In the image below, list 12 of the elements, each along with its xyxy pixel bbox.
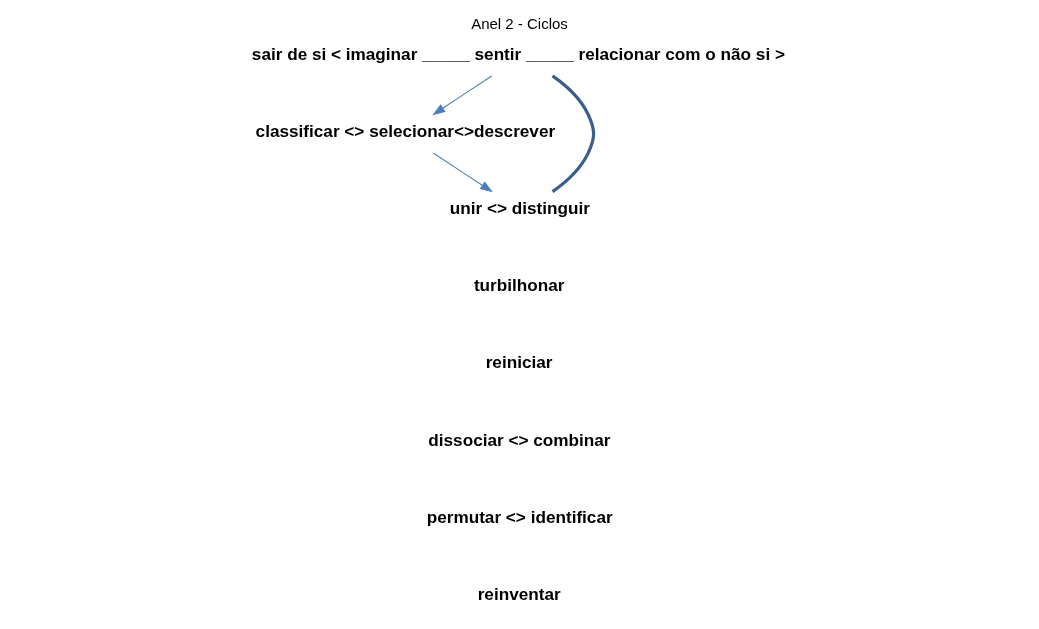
label: permutar <> identificar <box>426 506 613 527</box>
arrow <box>433 152 493 193</box>
label: turbilhonar <box>473 275 565 296</box>
node-text: sair de si < imaginar _____ sentir _____ relacionar com o não si > <box>251 43 785 64</box>
diagram-title: Anel 2 - Ciclos <box>471 14 568 32</box>
label: dissociar <> combinar <box>428 429 611 450</box>
node-text: classificar <> selecionar<>descrever <box>255 120 556 141</box>
connector <box>551 74 596 193</box>
label: reinventar <box>477 584 561 605</box>
node-text: unir <> distinguir <box>449 197 590 218</box>
arrow <box>432 75 493 116</box>
label: reiniciar <box>485 352 553 373</box>
